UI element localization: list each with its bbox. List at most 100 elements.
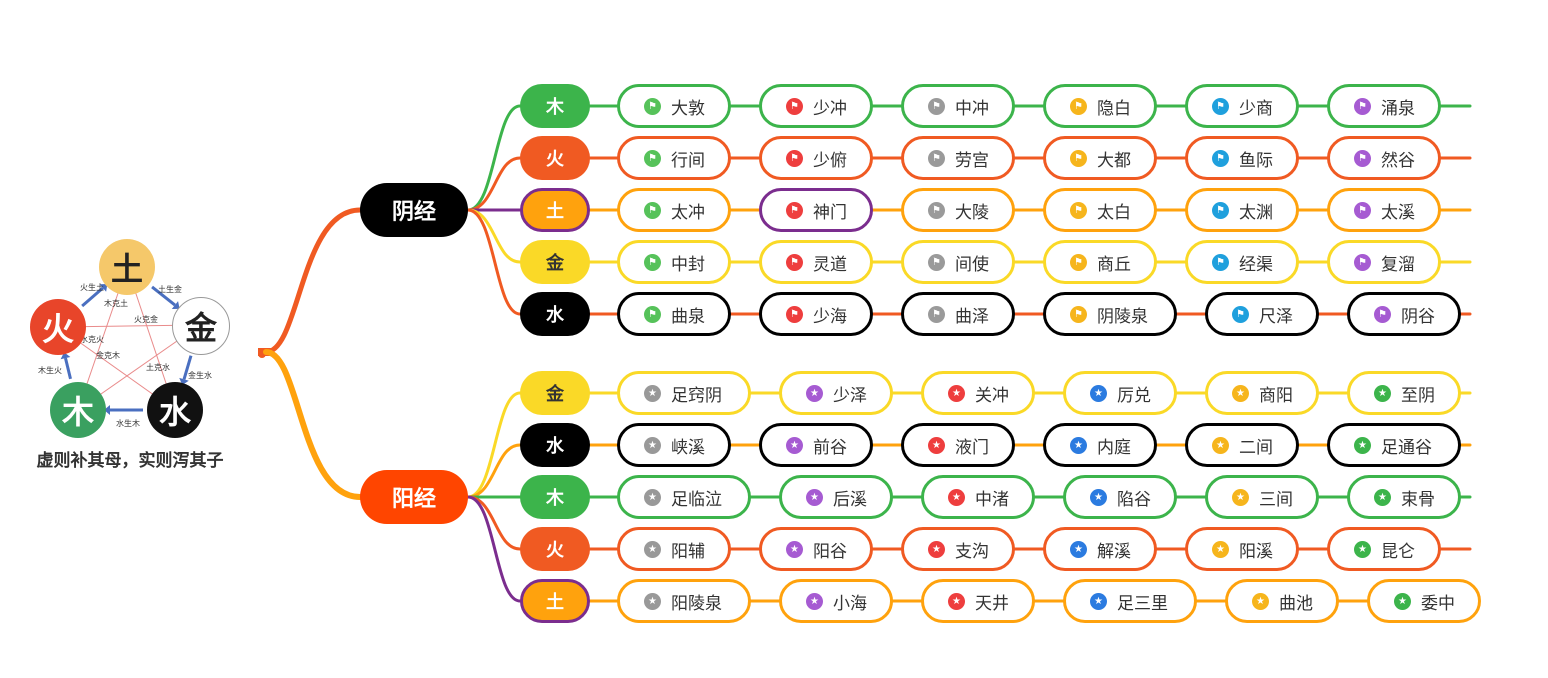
generation-arrow: [182, 355, 193, 380]
acupoint-pill[interactable]: ⚑阴陵泉: [1043, 292, 1177, 336]
acupoint-pill[interactable]: ⚑太白: [1043, 188, 1157, 232]
yang-channel-node[interactable]: 阳经: [360, 470, 468, 524]
flag-icon: ⚑: [928, 253, 945, 271]
yang-element-2[interactable]: 木: [520, 475, 590, 519]
acupoint-label: 中冲: [955, 98, 989, 119]
acupoint-pill[interactable]: ★昆仑: [1327, 527, 1441, 571]
acupoint-pill[interactable]: ⚑涌泉: [1327, 84, 1441, 128]
acupoint-pill[interactable]: ★足临泣: [617, 475, 751, 519]
acupoint-pill[interactable]: ★束骨: [1347, 475, 1461, 519]
yin-channel-node[interactable]: 阴经: [360, 183, 468, 237]
acupoint-label: 太冲: [671, 202, 705, 223]
acupoint-pill[interactable]: ★足窍阴: [617, 371, 751, 415]
acupoint-pill[interactable]: ⚑灵道: [759, 240, 873, 284]
acupoint-pill[interactable]: ★厉兑: [1063, 371, 1177, 415]
yang-element-0[interactable]: 金: [520, 371, 590, 415]
acupoint-pill[interactable]: ★三间: [1205, 475, 1319, 519]
acupoint-pill[interactable]: ★阳谷: [759, 527, 873, 571]
yin-element-3[interactable]: 金: [520, 240, 590, 284]
element-jin-node: 金: [172, 297, 230, 355]
acupoint-label: 行间: [671, 150, 705, 171]
star-icon: ★: [644, 592, 661, 610]
acupoint-pill[interactable]: ⚑太冲: [617, 188, 731, 232]
star-icon: ★: [1394, 592, 1411, 610]
acupoint-pill[interactable]: ★商阳: [1205, 371, 1319, 415]
star-icon: ★: [806, 592, 823, 610]
acupoint-pill[interactable]: ★支沟: [901, 527, 1015, 571]
element-huo-node: 火: [30, 299, 86, 355]
acupoint-pill[interactable]: ⚑少海: [759, 292, 873, 336]
acupoint-pill[interactable]: ★二间: [1185, 423, 1299, 467]
acupoint-pill[interactable]: ★内庭: [1043, 423, 1157, 467]
acupoint-pill[interactable]: ★前谷: [759, 423, 873, 467]
flag-icon: ⚑: [928, 149, 945, 167]
acupoint-pill[interactable]: ⚑曲泽: [901, 292, 1015, 336]
flag-icon: ⚑: [786, 253, 803, 271]
acupoint-pill[interactable]: ⚑复溜: [1327, 240, 1441, 284]
acupoint-pill[interactable]: ★峡溪: [617, 423, 731, 467]
acupoint-label: 天井: [975, 593, 1009, 614]
acupoint-pill[interactable]: ⚑神门: [759, 188, 873, 232]
generation-label: 金生水: [188, 370, 212, 380]
acupoint-pill[interactable]: ★足三里: [1063, 579, 1197, 623]
acupoint-pill[interactable]: ⚑尺泽: [1205, 292, 1319, 336]
acupoint-pill[interactable]: ★阳辅: [617, 527, 731, 571]
acupoint-pill[interactable]: ★陷谷: [1063, 475, 1177, 519]
acupoint-pill[interactable]: ★天井: [921, 579, 1035, 623]
acupoint-pill[interactable]: ⚑然谷: [1327, 136, 1441, 180]
acupoint-pill[interactable]: ★委中: [1367, 579, 1481, 623]
acupoint-label: 少商: [1239, 98, 1273, 119]
star-icon: ★: [786, 540, 803, 558]
acupoint-pill[interactable]: ⚑间使: [901, 240, 1015, 284]
generation-label: 土生金: [158, 284, 182, 294]
yin-element-4[interactable]: 水: [520, 292, 590, 336]
acupoint-pill[interactable]: ⚑隐白: [1043, 84, 1157, 128]
yang-element-1[interactable]: 水: [520, 423, 590, 467]
acupoint-pill[interactable]: ⚑鱼际: [1185, 136, 1299, 180]
acupoint-pill[interactable]: ⚑商丘: [1043, 240, 1157, 284]
acupoint-pill[interactable]: ⚑劳宫: [901, 136, 1015, 180]
star-icon: ★: [644, 540, 661, 558]
acupoint-pill[interactable]: ⚑中冲: [901, 84, 1015, 128]
acupoint-pill[interactable]: ⚑少商: [1185, 84, 1299, 128]
star-icon: ★: [948, 384, 965, 402]
acupoint-pill[interactable]: ⚑太渊: [1185, 188, 1299, 232]
acupoint-label: 大陵: [955, 202, 989, 223]
acupoint-pill[interactable]: ★关冲: [921, 371, 1035, 415]
flag-icon: ⚑: [1232, 305, 1249, 323]
acupoint-pill[interactable]: ★小海: [779, 579, 893, 623]
acupoint-pill[interactable]: ⚑大陵: [901, 188, 1015, 232]
acupoint-pill[interactable]: ⚑太溪: [1327, 188, 1441, 232]
yin-element-0[interactable]: 木: [520, 84, 590, 128]
acupoint-pill[interactable]: ⚑少冲: [759, 84, 873, 128]
yang-element-4[interactable]: 土: [520, 579, 590, 623]
acupoint-pill[interactable]: ★少泽: [779, 371, 893, 415]
acupoint-pill[interactable]: ⚑中封: [617, 240, 731, 284]
star-icon: ★: [786, 436, 803, 454]
acupoint-pill[interactable]: ★液门: [901, 423, 1015, 467]
star-icon: ★: [928, 540, 945, 558]
acupoint-pill[interactable]: ★至阴: [1347, 371, 1461, 415]
acupoint-pill[interactable]: ★足通谷: [1327, 423, 1461, 467]
acupoint-pill[interactable]: ⚑少俯: [759, 136, 873, 180]
acupoint-pill[interactable]: ⚑经渠: [1185, 240, 1299, 284]
yin-element-2[interactable]: 土: [520, 188, 590, 232]
acupoint-pill[interactable]: ★中渚: [921, 475, 1035, 519]
acupoint-pill[interactable]: ★后溪: [779, 475, 893, 519]
acupoint-pill[interactable]: ★曲池: [1225, 579, 1339, 623]
arrowhead-icon: [104, 405, 110, 415]
star-icon: ★: [644, 384, 661, 402]
acupoint-pill[interactable]: ★阳溪: [1185, 527, 1299, 571]
yang-element-3[interactable]: 火: [520, 527, 590, 571]
acupoint-pill[interactable]: ⚑大敦: [617, 84, 731, 128]
acupoint-label: 商丘: [1097, 254, 1131, 275]
acupoint-pill[interactable]: ⚑曲泉: [617, 292, 731, 336]
acupoint-pill[interactable]: ★阳陵泉: [617, 579, 751, 623]
acupoint-pill[interactable]: ⚑大都: [1043, 136, 1157, 180]
yin-element-1[interactable]: 火: [520, 136, 590, 180]
acupoint-pill[interactable]: ⚑行间: [617, 136, 731, 180]
star-icon: ★: [1090, 488, 1107, 506]
acupoint-pill[interactable]: ★解溪: [1043, 527, 1157, 571]
acupoint-pill[interactable]: ⚑阴谷: [1347, 292, 1461, 336]
